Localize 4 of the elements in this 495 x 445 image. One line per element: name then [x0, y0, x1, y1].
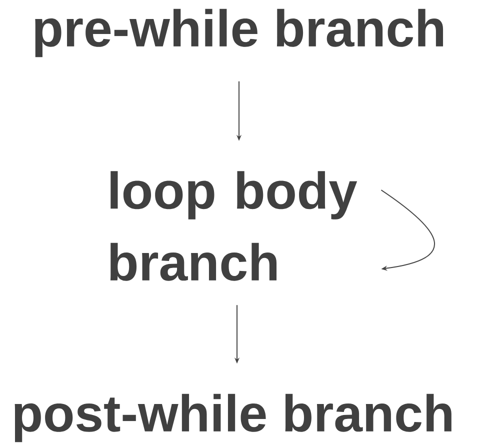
text-label: pre-while branch	[35, 8, 444, 58]
text-label: loop body branch	[110, 171, 358, 281]
arrow	[380, 190, 435, 271]
text-label: post-while branch	[14, 394, 452, 442]
